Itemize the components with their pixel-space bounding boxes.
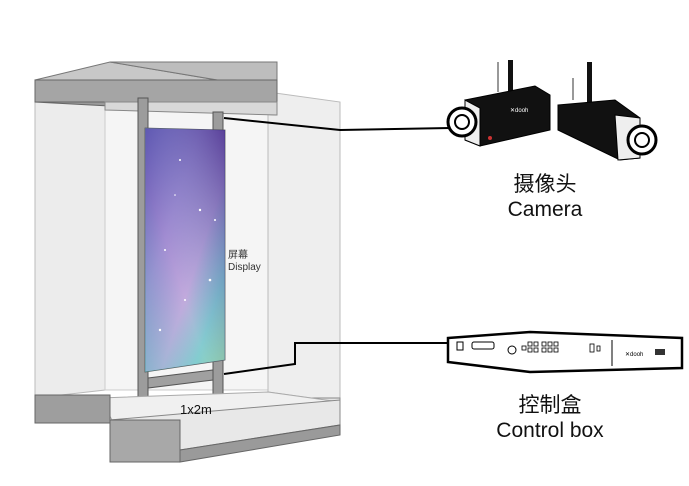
control-box-icon: ✕dooh bbox=[446, 330, 684, 374]
display-size-label: 1x2m bbox=[180, 402, 212, 417]
camera-cable bbox=[223, 117, 451, 132]
camera-icon bbox=[557, 62, 658, 161]
control-box-label: 控制盒 Control box bbox=[480, 393, 620, 443]
camera-label-en: Camera bbox=[507, 198, 583, 221]
camera-label: 摄像头 Camera bbox=[490, 172, 600, 222]
base-platform bbox=[34, 391, 341, 463]
camera-label-zh: 摄像头 bbox=[513, 173, 577, 196]
display-label: 屏幕 Display bbox=[228, 250, 261, 274]
control-box-brand: ✕dooh bbox=[625, 352, 643, 358]
led-display bbox=[144, 127, 226, 373]
control-box-label-en: Control box bbox=[496, 419, 604, 442]
control-box-label-zh: 控制盒 bbox=[518, 394, 582, 417]
display-label-en: Display bbox=[228, 262, 261, 273]
top-beam bbox=[34, 61, 278, 116]
display-label-zh: 屏幕 bbox=[228, 250, 248, 261]
control-cable bbox=[223, 342, 450, 375]
camera-icon: ✕dooh bbox=[446, 60, 551, 147]
camera-brand: ✕dooh bbox=[510, 108, 528, 114]
